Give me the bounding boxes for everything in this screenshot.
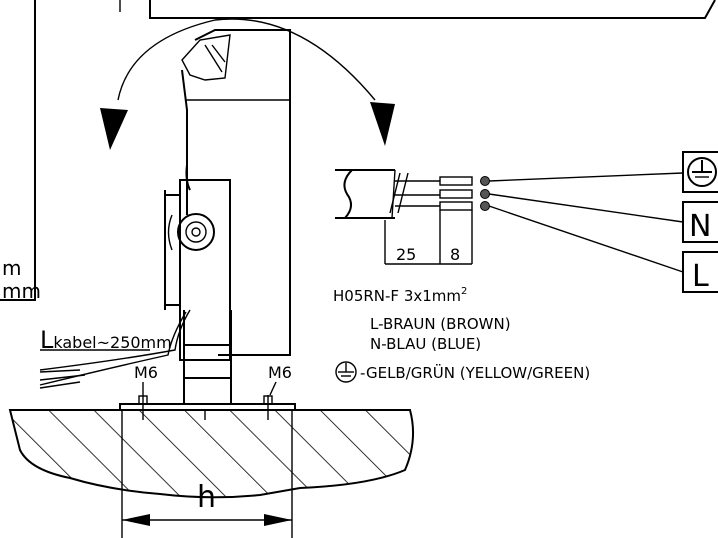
fixture-body — [181, 29, 291, 356]
terminal-l-label: L — [692, 259, 709, 294]
terminal-n-label: N — [689, 209, 711, 244]
top-frame — [119, 0, 716, 19]
bolt-right-label: M6 — [268, 363, 292, 382]
left-frame: m mm — [0, 0, 41, 303]
dimension-h-label: h — [197, 480, 216, 515]
cable-strip-detail — [335, 169, 490, 265]
legend-yellow-green: -GELB/GRÜN (YELLOW/GREEN) — [360, 363, 590, 382]
earth-ground-icon — [335, 361, 357, 383]
dimension-8-label: 8 — [450, 245, 460, 264]
cable-type-label: H05RN-F 3x1mm2 — [333, 286, 467, 305]
earth-ground-icon — [687, 157, 717, 187]
legend-brown: L-BRAUN (BROWN) — [370, 315, 511, 333]
mounting-post — [183, 310, 232, 405]
rotation-arrow-icon — [100, 18, 395, 150]
dimension-h — [121, 410, 293, 538]
left-text-fragment-2: mm — [2, 279, 41, 303]
terminal-n: N — [682, 201, 718, 244]
dimension-25-label: 25 — [396, 245, 416, 264]
bolt-left-label: M6 — [134, 363, 158, 382]
supply-cable — [39, 309, 191, 389]
mounting-surface — [8, 409, 415, 499]
left-text-fragment-1: m — [2, 256, 21, 280]
legend-blue: N-BLAU (BLUE) — [370, 335, 481, 353]
terminal-l: L — [682, 251, 718, 294]
cable-length-label: Lkabel~250mm — [40, 326, 172, 354]
terminal-wires — [488, 172, 684, 273]
terminal-pe — [682, 151, 718, 193]
